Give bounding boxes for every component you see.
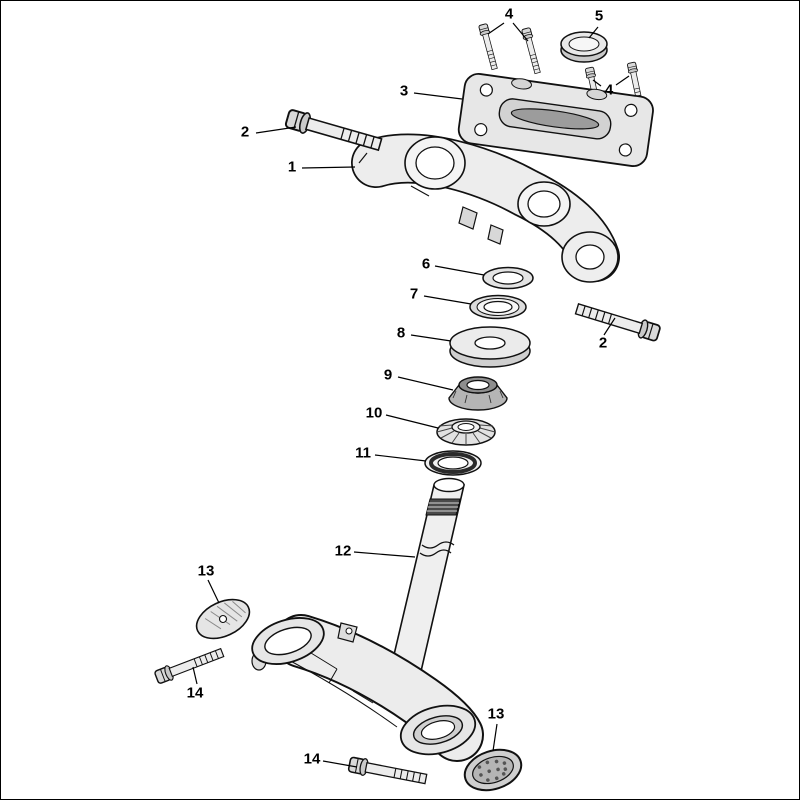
leader-7 [423,295,472,305]
lower-triple-clamp [251,614,484,762]
upper-bearing-race [469,294,527,320]
leader-2-left [255,126,297,134]
callout-6: 6 [421,255,431,273]
callout-4-top: 4 [504,5,514,23]
leader-14-right [322,760,358,768]
callout-2-left: 2 [240,123,250,141]
callout-4-right: 4 [604,81,614,99]
stem-nut-cap [560,31,608,63]
leader-14-left [192,666,198,685]
lower-seal-ring [424,450,482,476]
pinch-bolt-right [573,299,662,344]
leader-4-top-b [512,22,529,42]
leader-13-left [207,579,220,604]
leader-9 [397,376,454,391]
leader-3 [413,92,463,100]
cover-disc-left [195,598,251,640]
leader-10 [385,414,439,429]
callout-3: 3 [399,82,409,100]
callout-8: 8 [396,324,406,342]
pinch-bolt-left [283,107,384,156]
callout-13-right: 13 [487,705,505,723]
leader-1 [301,166,356,169]
upper-triple-clamp [351,133,620,283]
callout-10: 10 [365,404,383,422]
lower-clamp-bolt-right [347,755,429,789]
callout-14-right: 14 [303,750,321,768]
leader-11 [374,454,427,462]
steering-stem [383,477,466,694]
leader-13-right [492,723,498,752]
callout-7: 7 [409,285,419,303]
callout-5: 5 [594,7,604,25]
callout-11: 11 [355,444,371,462]
leader-6 [434,265,485,276]
callout-14-left: 14 [186,684,204,702]
callout-9: 9 [383,366,393,384]
leader-4-top-a [487,22,505,35]
bearing-cover-cone [448,376,508,411]
callout-13-left: 13 [197,562,215,580]
leader-8 [410,334,452,342]
leader-4-right-a [592,79,602,87]
leader-12 [353,551,416,558]
callout-12: 12 [334,542,352,560]
leader-2-right [603,317,616,336]
lower-clamp-bolt-left [153,644,226,686]
leader-4-right-b [615,75,630,86]
tapered-roller-bearing [436,418,496,446]
leader-lines [192,22,630,768]
handlebar-holder-plate [457,73,654,167]
callout-2-right: 2 [598,334,608,352]
leader-5 [588,26,599,39]
callout-1: 1 [287,158,297,176]
bearing-washer [449,326,531,368]
dust-seal-upper [482,266,534,290]
cover-disc-right [463,748,523,792]
